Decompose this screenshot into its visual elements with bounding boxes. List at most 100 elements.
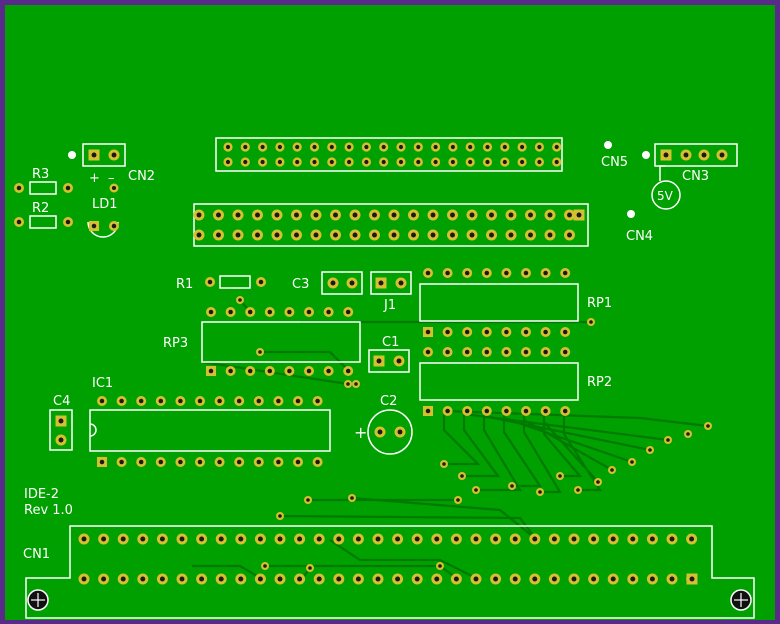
pad-hole	[330, 280, 336, 286]
pad-hole	[398, 280, 404, 286]
pad-hole	[551, 536, 557, 542]
pad-hole	[346, 382, 350, 386]
pad-hole	[207, 279, 213, 285]
pad-hole	[391, 232, 397, 238]
pad-hole	[543, 349, 548, 355]
pad-hole	[257, 576, 263, 582]
pad-hole	[502, 159, 507, 165]
pad-hole	[247, 309, 253, 315]
pad-hole	[381, 144, 386, 150]
pad-hole	[396, 358, 402, 364]
pad-hole	[58, 418, 64, 424]
label-5v: 5V	[657, 189, 674, 203]
pad-hole	[464, 329, 470, 335]
pad-hole	[355, 576, 361, 582]
pad-hole	[445, 349, 450, 355]
pad-hole	[336, 536, 342, 542]
label-board-rev: Rev 1.0	[24, 503, 73, 518]
pad-hole	[433, 144, 438, 150]
label-c3: C3	[292, 277, 309, 292]
pad-hole	[313, 232, 319, 238]
pad-hole	[199, 576, 205, 582]
copper-trace	[351, 496, 537, 540]
pad-hole	[199, 536, 205, 542]
pad-hole	[276, 459, 281, 465]
pad-hole	[532, 536, 538, 542]
pad-hole	[445, 329, 450, 335]
pad-hole	[216, 232, 221, 238]
pad-hole	[649, 576, 655, 582]
label-r3: R3	[32, 167, 49, 182]
pad-hole	[450, 144, 455, 150]
pad-hole	[528, 212, 533, 218]
pin1-markers	[68, 141, 650, 218]
pad-hole	[349, 280, 355, 286]
pad-hole	[354, 382, 358, 386]
pad-hole	[504, 329, 509, 335]
pad-hole	[464, 270, 470, 276]
pad-hole	[512, 536, 518, 542]
label-cn2-plus: +	[89, 171, 100, 186]
pad-hole	[58, 437, 64, 443]
pad-hole	[278, 514, 282, 518]
pad-hole	[101, 576, 107, 582]
pad-hole	[276, 398, 281, 404]
label-r1: R1	[176, 277, 193, 292]
pad-hole	[263, 564, 267, 568]
pad-hole	[469, 232, 475, 238]
pad-hole	[247, 368, 253, 374]
pad-hole	[255, 232, 260, 238]
pad-hole	[329, 159, 334, 165]
pad-hole	[528, 232, 533, 238]
pad-hole	[425, 349, 431, 355]
label-c1: C1	[382, 335, 399, 350]
pad-hole	[485, 144, 490, 150]
pad-hole	[235, 212, 241, 218]
pad-hole	[683, 152, 689, 158]
pad-hole	[442, 462, 446, 466]
pad-hole	[119, 459, 124, 465]
pad-hole	[260, 144, 265, 150]
pad-hole	[395, 536, 401, 542]
label-board-name: IDE-2	[24, 487, 59, 502]
mounting-hole-icon	[27, 589, 49, 611]
pad-hole	[414, 536, 420, 542]
pad-hole	[391, 212, 397, 218]
pad-hole	[508, 232, 514, 238]
rp2-outline	[419, 362, 579, 401]
pad-hole	[236, 398, 242, 404]
pad-hole	[372, 232, 377, 238]
pad-hole	[485, 159, 490, 165]
pad-hole	[543, 270, 548, 276]
pad-hole	[236, 459, 242, 465]
pad-hole	[196, 232, 202, 238]
pad-hole	[315, 459, 320, 465]
pad-hole	[484, 349, 490, 355]
pad-hole	[336, 576, 342, 582]
pad-hole	[430, 212, 436, 218]
pad-hole	[313, 212, 319, 218]
pad-hole	[352, 212, 358, 218]
pad-hole	[414, 576, 420, 582]
pad-hole	[196, 212, 202, 218]
pad-hole	[238, 576, 244, 582]
pad-hole	[274, 232, 280, 238]
cn3-outline	[654, 143, 738, 167]
pad-hole	[178, 459, 183, 465]
pad-hole	[523, 349, 529, 355]
pad-hole	[537, 159, 542, 165]
pad-hole	[719, 152, 725, 158]
pad-hole	[547, 232, 553, 238]
copper-trace	[329, 539, 479, 580]
pad-hole	[120, 536, 126, 542]
pad-hole	[504, 349, 509, 355]
pad-hole	[504, 408, 509, 414]
pad-hole	[277, 159, 282, 165]
pad-hole	[484, 270, 490, 276]
pad-hole	[538, 490, 542, 494]
c2-outline	[367, 409, 413, 455]
pad-hole	[532, 576, 538, 582]
pad-hole	[138, 398, 144, 404]
pad-hole	[235, 232, 241, 238]
pad-hole	[576, 212, 582, 218]
